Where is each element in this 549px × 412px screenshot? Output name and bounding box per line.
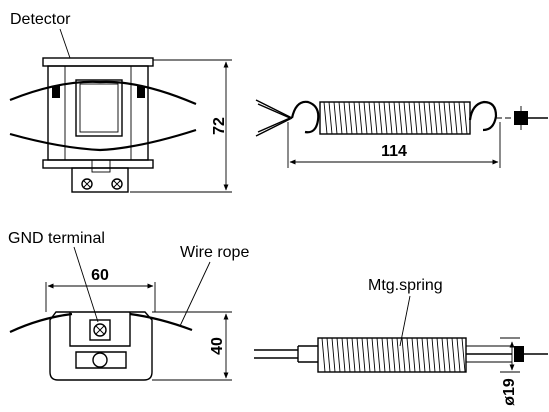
right-clamp xyxy=(137,86,145,98)
detector-front-view: Detector 72 xyxy=(9,11,232,193)
mtg-coil-winding xyxy=(396,337,401,373)
mtg-coil-winding xyxy=(381,337,386,373)
coil-winding xyxy=(423,101,428,135)
coil-winding xyxy=(368,101,373,135)
mtg-coil-winding xyxy=(411,337,416,373)
mounting-spring-view: Mtg.spring ø19 xyxy=(254,277,548,406)
dimension-114: 114 xyxy=(381,143,407,160)
coil-winding xyxy=(393,101,398,135)
mtg-spring-label: Mtg.spring xyxy=(368,277,443,294)
terminal-screw-right-icon xyxy=(111,178,123,190)
mtg-coil-winding xyxy=(431,337,436,373)
detector-bottom-plate xyxy=(42,159,154,169)
coil-winding xyxy=(413,101,418,135)
mtg-coil-winding xyxy=(366,337,371,373)
detector-top-plate xyxy=(42,57,154,67)
coil-winding xyxy=(438,101,443,135)
coil-winding xyxy=(353,101,358,135)
coil-winding xyxy=(428,101,433,135)
coil-winding xyxy=(338,101,343,135)
mtg-coil-winding xyxy=(401,337,406,373)
mtg-coil-winding xyxy=(336,337,341,373)
spring-assembly-top: 114 xyxy=(255,99,548,168)
coil-winding xyxy=(403,101,408,135)
mtg-coil-winding xyxy=(331,337,336,373)
mtg-coil-winding xyxy=(436,337,441,373)
coil-winding xyxy=(463,101,468,135)
end-fitting-bottom xyxy=(514,346,524,362)
upper-wire-rope xyxy=(9,80,197,106)
left-hook xyxy=(290,100,320,134)
mtg-coil-winding xyxy=(406,337,411,373)
detector-side-view: GND terminal Wire rope 60 40 xyxy=(8,230,249,381)
mtg-coil-winding xyxy=(351,337,356,373)
mtg-coil-winding xyxy=(451,337,456,373)
mtg-coil-winding xyxy=(341,337,346,373)
coil-winding xyxy=(408,101,413,135)
lower-wire-rope xyxy=(9,128,197,152)
mtg-coil-winding xyxy=(371,337,376,373)
coil-body xyxy=(319,101,471,135)
detector-window xyxy=(75,79,123,137)
wire-rope-end xyxy=(255,99,293,137)
left-clamp xyxy=(52,86,60,98)
coil-winding xyxy=(348,101,353,135)
gnd-screw-plate xyxy=(89,319,111,341)
mtg-coil-winding xyxy=(361,337,366,373)
dimension-19: ø19 xyxy=(501,378,518,406)
mtg-coil-winding xyxy=(456,337,461,373)
coil-winding xyxy=(323,101,328,135)
coil-winding xyxy=(383,101,388,135)
coil-winding xyxy=(458,101,463,135)
mtg-coil-winding xyxy=(356,337,361,373)
coil-winding xyxy=(373,101,378,135)
terminal-block xyxy=(71,167,129,193)
gnd-screw-icon xyxy=(93,323,107,337)
coil-winding xyxy=(398,101,403,135)
mtg-coil-winding xyxy=(426,337,431,373)
side-knob-icon xyxy=(92,352,108,368)
mtg-coil-winding xyxy=(391,337,396,373)
coil-winding xyxy=(433,101,438,135)
coil-winding xyxy=(328,101,333,135)
coil-winding xyxy=(343,101,348,135)
dimension-72: 72 xyxy=(211,117,228,135)
mtg-coil-winding xyxy=(346,337,351,373)
side-wire-rope-left xyxy=(9,312,73,333)
fork-end xyxy=(254,345,318,363)
gnd-terminal-label: GND terminal xyxy=(8,230,105,247)
mtg-coil-winding xyxy=(416,337,421,373)
mtg-coil-winding xyxy=(376,337,381,373)
gnd-terminal-leader-line xyxy=(73,246,99,323)
coil-winding xyxy=(358,101,363,135)
mtg-coil-winding xyxy=(441,337,446,373)
coil-winding xyxy=(363,101,368,135)
side-lower-slot xyxy=(75,351,127,369)
wire-rope-label: Wire rope xyxy=(180,244,249,261)
mtg-coil-winding xyxy=(386,337,391,373)
coil-winding xyxy=(448,101,453,135)
coil-winding xyxy=(443,101,448,135)
right-hook xyxy=(468,100,498,132)
coil-winding xyxy=(388,101,393,135)
coil-winding xyxy=(333,101,338,135)
mtg-coil-winding xyxy=(461,337,466,373)
terminal-screw-left-icon xyxy=(81,178,93,190)
coil-winding xyxy=(453,101,458,135)
wire-rope-leader-line xyxy=(179,261,211,327)
dimension-40: 40 xyxy=(209,337,226,355)
coil-winding xyxy=(418,101,423,135)
detector-label: Detector xyxy=(10,11,71,28)
mtg-coil-winding xyxy=(421,337,426,373)
side-body xyxy=(49,311,153,381)
mtg-coil-winding xyxy=(446,337,451,373)
detector-leader-line xyxy=(59,28,71,59)
mtg-coil-winding xyxy=(326,337,331,373)
side-wire-rope-right xyxy=(129,312,193,332)
mtg-coil-winding xyxy=(321,337,326,373)
dimension-60: 60 xyxy=(91,267,109,284)
coil-winding xyxy=(378,101,383,135)
